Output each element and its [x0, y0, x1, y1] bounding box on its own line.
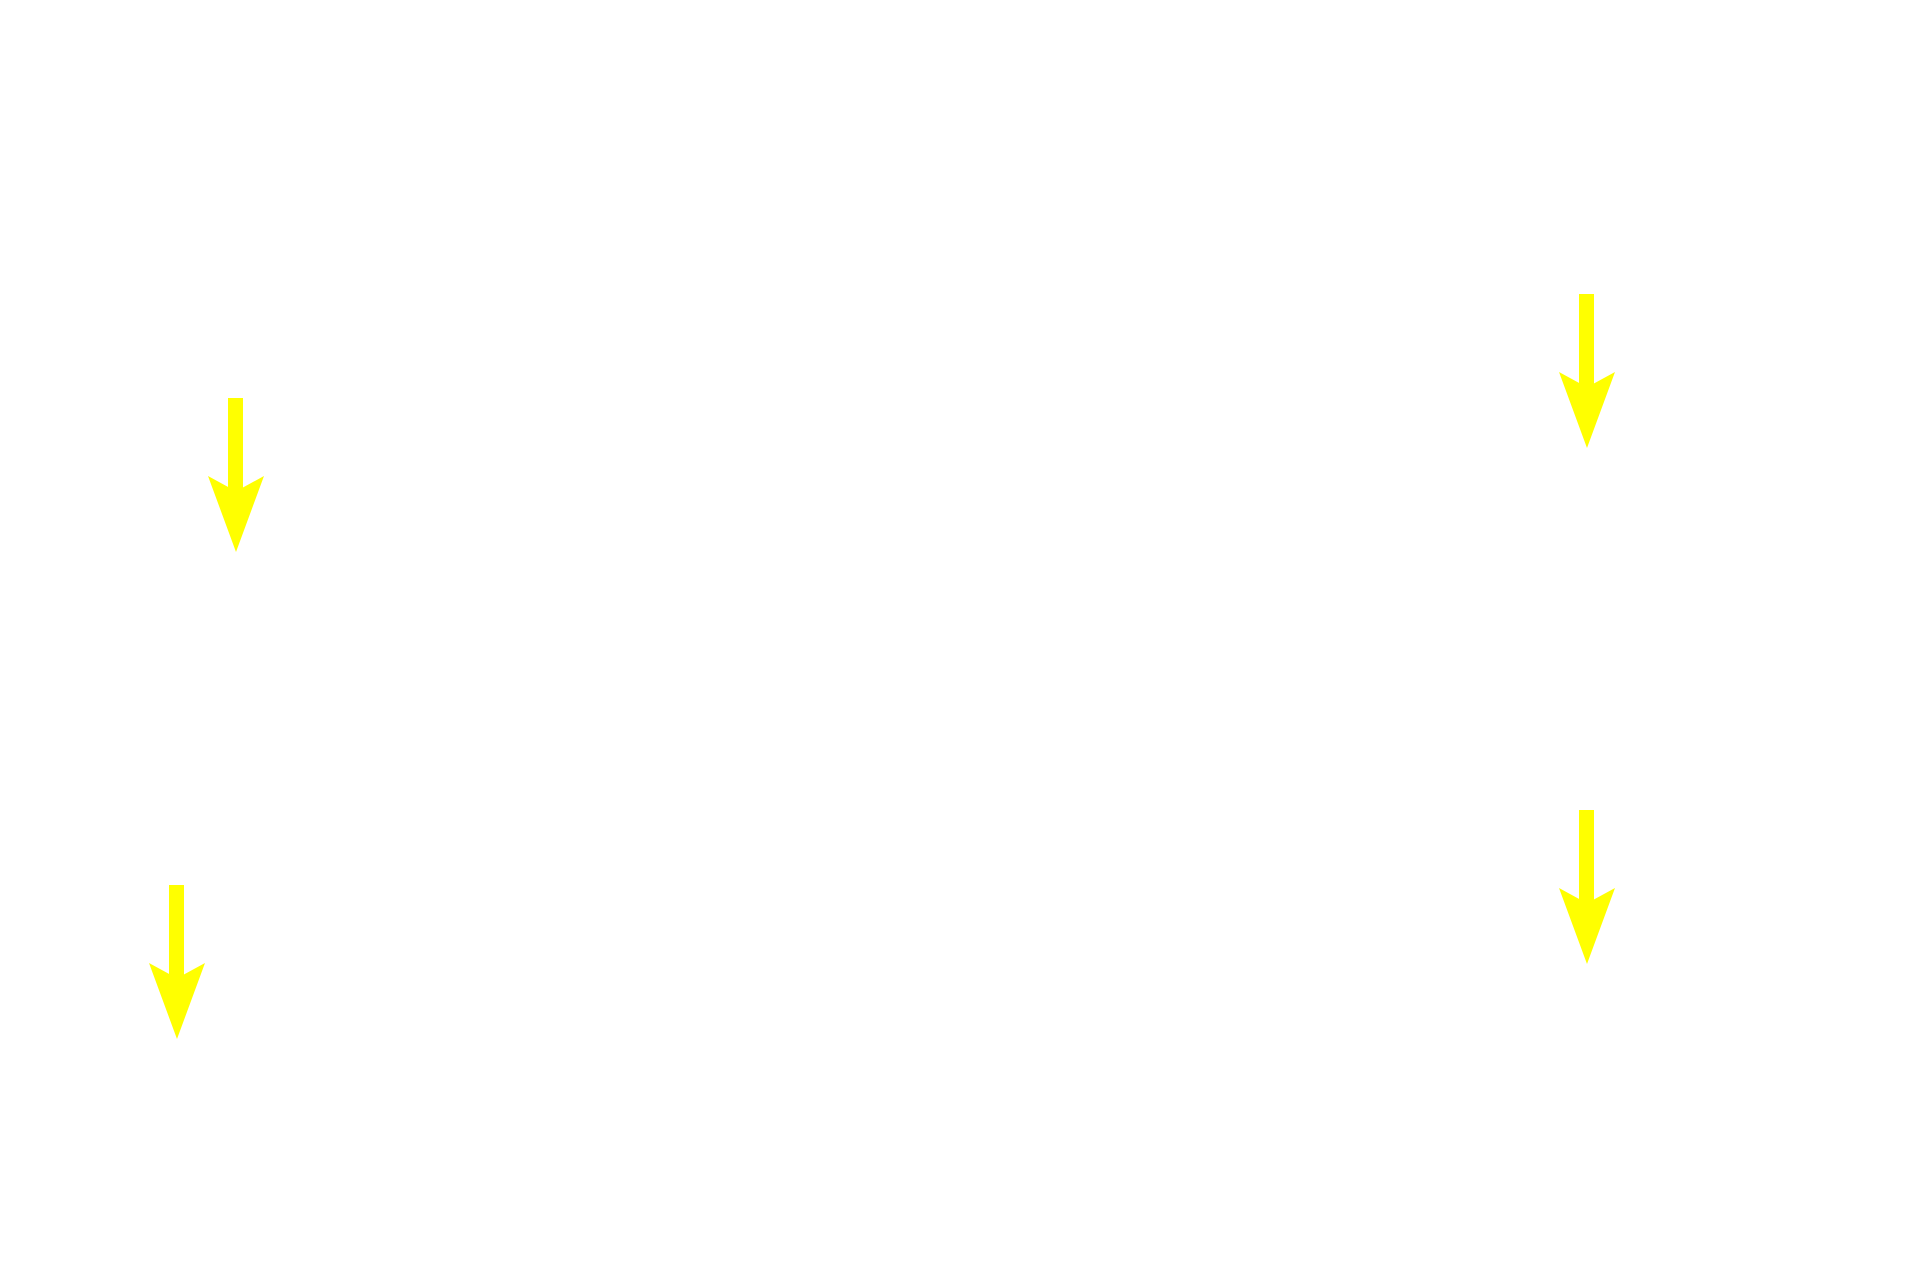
- arrow-down-icon: [1559, 294, 1615, 448]
- arrow-down-icon: [1559, 810, 1615, 964]
- arrow-down-icon-graphic: [1559, 810, 1615, 964]
- arrow-down-icon-graphic: [1559, 294, 1615, 448]
- arrow-down-icon-graphic: [208, 398, 264, 552]
- arrow-down-icon: [149, 885, 205, 1039]
- arrow-down-icon-graphic: [149, 885, 205, 1039]
- arrow-down-icon: [208, 398, 264, 552]
